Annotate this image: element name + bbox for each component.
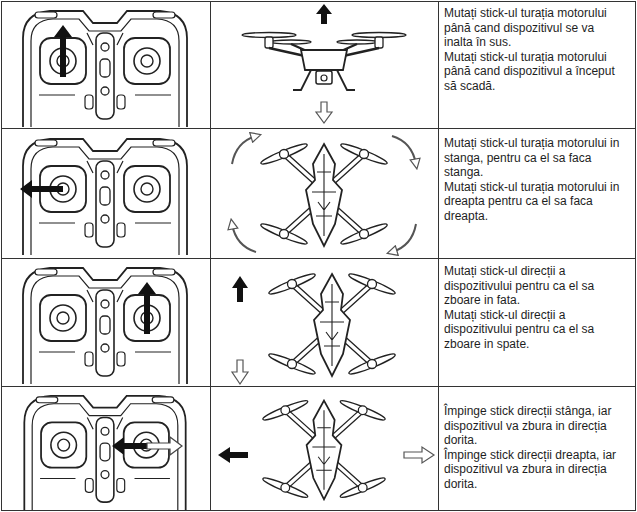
drone-top	[260, 141, 389, 246]
stick-arrow-hollow	[147, 437, 182, 455]
remote-controller	[24, 396, 185, 510]
drone-top	[262, 398, 387, 500]
instruction-text: Mutați stick-ul direcții a dispozitivulu…	[444, 264, 626, 308]
rotation-arrows	[232, 136, 416, 252]
text-cell: Împinge stick direcții stânga, iar dispo…	[444, 404, 626, 491]
instruction-text: Mutați stick-ul direcții a dispozitivulu…	[444, 308, 626, 352]
instruction-text: Mutați stick-ul turația motorului până c…	[444, 50, 626, 94]
stick-arrow	[54, 25, 72, 77]
stick-arrow	[20, 180, 63, 198]
instruction-text: Împinge stick direcții dreapta, iar disp…	[444, 448, 626, 492]
text-cell: Mutați stick-ul direcții a dispozitivulu…	[444, 264, 626, 351]
row-line	[1, 258, 636, 259]
down-arrow	[316, 102, 332, 123]
drone-top	[268, 271, 397, 376]
remote-controller	[23, 11, 187, 127]
text-cell: Mutați stick-ul turația motorului in sta…	[444, 136, 626, 223]
backward-arrow	[232, 360, 248, 384]
right-arrow	[404, 447, 434, 463]
remote-controller	[23, 139, 187, 255]
drone-side	[242, 33, 406, 91]
text-cell: Mutați stick-ul turația motorului până c…	[444, 6, 626, 93]
stick-arrow	[138, 282, 156, 334]
column-line	[210, 1, 211, 511]
row-line	[1, 128, 636, 129]
stick-arrow	[112, 437, 147, 455]
up-arrow	[316, 4, 332, 24]
instruction-text: Mutați stick-ul turația motorului până c…	[444, 6, 626, 50]
remote-controller	[23, 268, 187, 384]
instruction-text: Mutați stick-ul turația motorului in sta…	[444, 136, 626, 180]
forward-arrow	[232, 276, 248, 302]
instruction-text: Mutați stick-ul turația motorului in dre…	[444, 180, 626, 224]
left-arrow	[218, 447, 248, 463]
row-line	[1, 386, 636, 387]
instruction-text: Împinge stick direcții stânga, iar dispo…	[444, 404, 626, 448]
column-line	[438, 1, 439, 511]
